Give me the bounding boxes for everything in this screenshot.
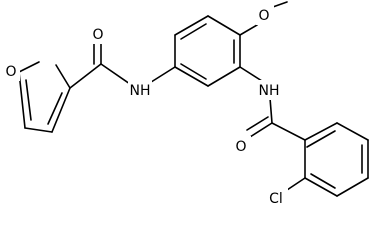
chemical-structure-diagram: O O NH O NH O Cl bbox=[2, 1, 369, 208]
bond bbox=[336, 122, 369, 141]
bond bbox=[310, 173, 336, 189]
bond bbox=[69, 63, 102, 89]
atom-label-chlorine: Cl bbox=[269, 191, 283, 207]
bond bbox=[174, 66, 209, 87]
atom-label-benzamide-nh: NH bbox=[259, 83, 280, 99]
bond bbox=[286, 177, 306, 191]
bond bbox=[55, 64, 71, 89]
bond bbox=[246, 116, 269, 131]
bond bbox=[304, 122, 338, 141]
chlorobenzene-ring bbox=[286, 122, 369, 197]
bond bbox=[304, 177, 338, 197]
bond bbox=[18, 71, 26, 129]
atom-label-methoxy-oxygen: O bbox=[258, 8, 269, 24]
atom-labels: O O NH O NH O Cl bbox=[2, 5, 288, 208]
bond bbox=[47, 92, 63, 125]
bond bbox=[25, 79, 32, 121]
bond bbox=[306, 130, 336, 148]
atom-label-benzamide-oxygen: O bbox=[235, 139, 246, 155]
bond bbox=[269, 97, 273, 124]
bond bbox=[51, 87, 71, 133]
bond bbox=[147, 66, 176, 85]
bond bbox=[180, 63, 207, 80]
bond bbox=[336, 177, 369, 197]
bond bbox=[271, 122, 306, 141]
furan-carboxamide bbox=[69, 41, 176, 89]
bond bbox=[207, 15, 241, 36]
atom-label-furan-oxygen: O bbox=[5, 64, 16, 80]
central-benzene-ring bbox=[174, 15, 241, 87]
bond bbox=[180, 23, 207, 40]
bond bbox=[24, 127, 53, 133]
bond bbox=[249, 122, 273, 138]
atom-label-amide-oxygen: O bbox=[92, 27, 103, 43]
bond bbox=[207, 66, 241, 87]
bond bbox=[100, 63, 131, 85]
furan-ring bbox=[18, 61, 71, 133]
bond bbox=[174, 15, 209, 36]
atom-label-amide-nh: NH bbox=[130, 83, 151, 99]
benzamide-linker bbox=[239, 66, 306, 141]
bond bbox=[239, 24, 258, 36]
bond bbox=[239, 66, 263, 82]
bond bbox=[18, 61, 40, 73]
